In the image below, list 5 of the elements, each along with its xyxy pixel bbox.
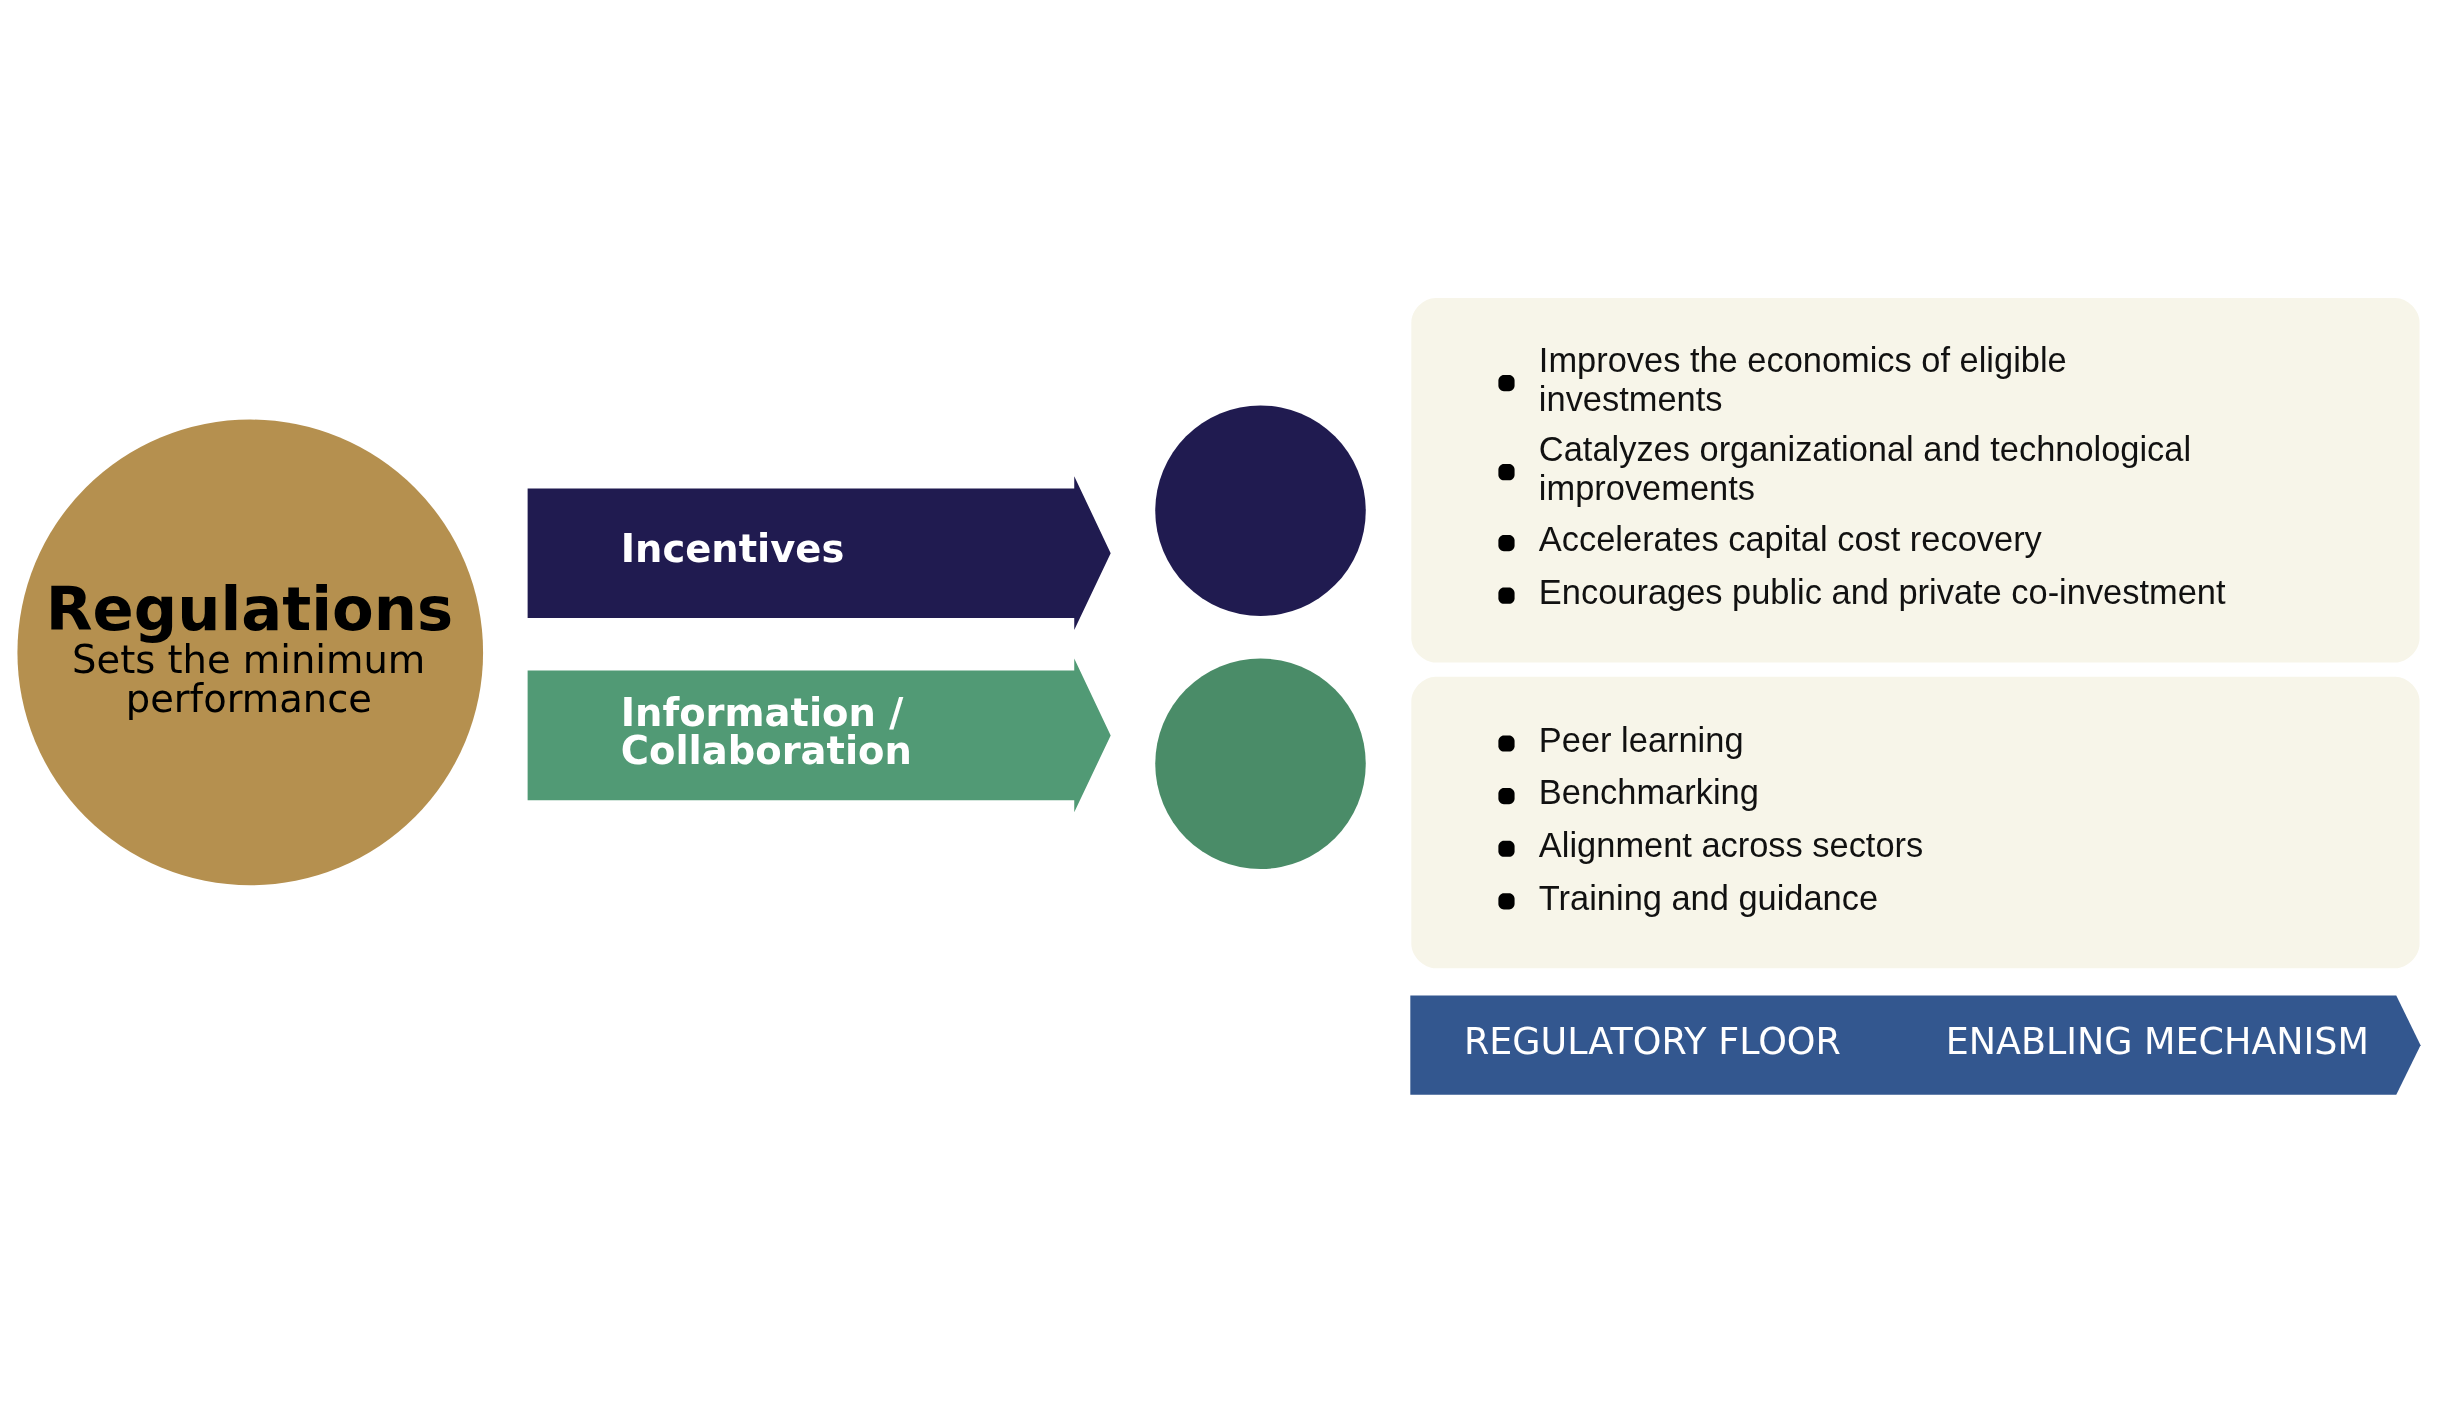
- node-circle: Regulations Sets the minimum performance: [17, 419, 484, 886]
- node-circle: [1155, 658, 1366, 869]
- node-box: Improves the economics of eligible investments Catalyzes organizational and technological improvements Accelerates capital cost recovery Encourages public and private co-investment: [1411, 298, 2420, 663]
- node-box: Peer learning Benchmarking Alignment across sectors Training and guidance: [1411, 676, 2420, 969]
- node-circle: [1155, 405, 1366, 616]
